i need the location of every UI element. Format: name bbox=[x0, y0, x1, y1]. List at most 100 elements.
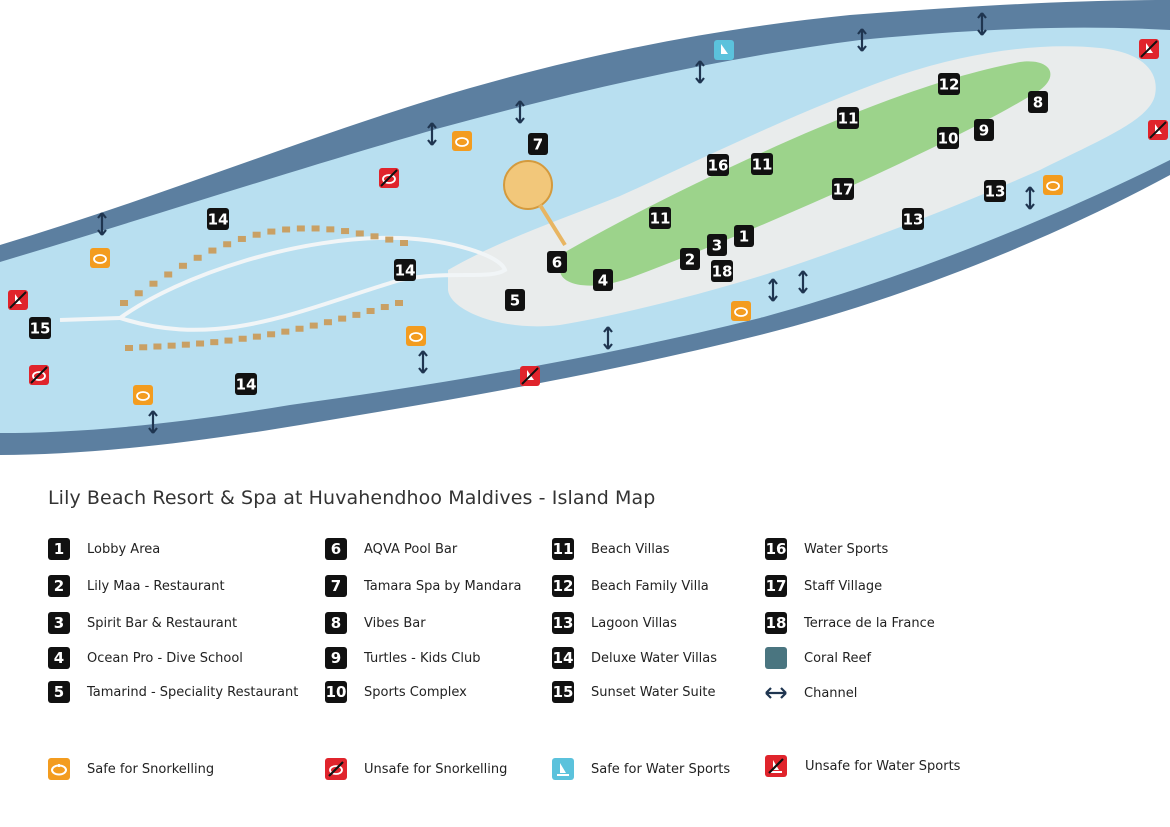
channel-arrow bbox=[857, 28, 867, 52]
map-marker-label: 4 bbox=[598, 272, 608, 290]
legend-item-safety-1: Unsafe for Snorkelling bbox=[325, 757, 507, 781]
location-number-badge: 18 bbox=[765, 612, 787, 634]
location-label: Turtles - Kids Club bbox=[364, 650, 481, 666]
map-marker-11: 11 bbox=[649, 207, 671, 229]
map-marker-label: 11 bbox=[650, 210, 671, 228]
channel-markers bbox=[97, 12, 1035, 434]
location-label: Lagoon Villas bbox=[591, 615, 677, 631]
water-villa bbox=[120, 300, 128, 306]
map-marker-17: 17 bbox=[832, 178, 854, 200]
location-label: Terrace de la France bbox=[804, 615, 935, 631]
map-marker-label: 8 bbox=[1033, 94, 1043, 112]
location-number-badge: 14 bbox=[552, 647, 574, 669]
snorkel-mask-icon bbox=[452, 131, 472, 151]
legend-item-1: 1 Lobby Area bbox=[48, 537, 160, 561]
water-villa bbox=[295, 325, 304, 332]
safety-markers bbox=[8, 39, 1168, 405]
location-number-badge: 16 bbox=[765, 538, 787, 560]
map-marker-14: 14 bbox=[235, 373, 257, 395]
water-villa bbox=[385, 236, 394, 243]
channel-arrow bbox=[695, 60, 705, 84]
water-villa bbox=[193, 254, 202, 261]
water-villa bbox=[167, 342, 176, 349]
map-title: Lily Beach Resort & Spa at Huvahendhoo M… bbox=[48, 487, 656, 509]
snorkel-mask-icon bbox=[90, 248, 110, 268]
location-label: Lily Maa - Restaurant bbox=[87, 578, 225, 594]
spa-pavilion bbox=[503, 160, 553, 210]
map-marker-label: 13 bbox=[985, 183, 1006, 201]
water-villa bbox=[178, 262, 187, 269]
no-snorkel-icon bbox=[379, 168, 399, 188]
double-arrow-icon bbox=[765, 682, 787, 704]
no-water-sports-icon bbox=[1139, 39, 1159, 59]
map-marker-label: 7 bbox=[533, 136, 543, 154]
location-label: Sunset Water Suite bbox=[591, 684, 716, 700]
water-villa bbox=[164, 271, 173, 278]
snorkel-mask-icon bbox=[48, 758, 70, 780]
map-marker-label: 14 bbox=[395, 262, 416, 280]
map-marker-label: 12 bbox=[939, 76, 960, 94]
location-number-badge: 7 bbox=[325, 575, 347, 597]
safety-label: Safe for Snorkelling bbox=[87, 761, 215, 777]
location-number-badge: 6 bbox=[325, 538, 347, 560]
channel-arrow bbox=[427, 122, 437, 146]
location-label: Tamarind - Speciality Restaurant bbox=[87, 684, 299, 700]
water-villa bbox=[380, 304, 389, 311]
map-marker-label: 3 bbox=[712, 237, 722, 255]
water-villa bbox=[238, 335, 247, 342]
coral-reef-swatch bbox=[765, 647, 787, 669]
channel-arrow bbox=[1025, 186, 1035, 210]
safety-label: Safe for Water Sports bbox=[591, 761, 731, 777]
no-snorkel-icon bbox=[29, 365, 49, 385]
vegetation bbox=[560, 61, 1051, 286]
location-label: Lobby Area bbox=[87, 541, 161, 557]
channel-arrow bbox=[418, 350, 428, 374]
snorkel-mask-icon bbox=[406, 326, 426, 346]
map-marker-label: 2 bbox=[685, 251, 695, 269]
map-marker-14: 14 bbox=[394, 259, 416, 281]
map-marker-label: 14 bbox=[208, 211, 229, 229]
location-number-badge: 11 bbox=[552, 538, 574, 560]
no-snorkel-icon bbox=[325, 758, 347, 780]
legend-item-safety-3: Unsafe for Water Sports bbox=[765, 754, 960, 778]
location-label: Ocean Pro - Dive School bbox=[87, 650, 243, 666]
water-villa bbox=[282, 226, 291, 233]
water-villa bbox=[309, 322, 318, 329]
water-villa bbox=[323, 319, 332, 326]
water-villa-jetty bbox=[115, 235, 508, 332]
legend-item-2: 2 Lily Maa - Restaurant bbox=[48, 574, 225, 598]
location-number-badge: 1 bbox=[48, 538, 70, 560]
map-marker-label: 16 bbox=[708, 157, 729, 175]
map-marker-10: 10 bbox=[937, 127, 959, 149]
location-number-badge: 17 bbox=[765, 575, 787, 597]
location-number-badge: 2 bbox=[48, 575, 70, 597]
water-villa bbox=[134, 290, 143, 297]
safety-label: Unsafe for Snorkelling bbox=[364, 761, 508, 777]
map-marker-label: 15 bbox=[30, 320, 51, 338]
map-marker-7: 7 bbox=[528, 133, 548, 155]
water-villa bbox=[139, 344, 148, 351]
map-marker-label: 1 bbox=[739, 228, 749, 246]
map-marker-18: 18 bbox=[711, 260, 733, 282]
snorkel-mask-icon bbox=[1043, 175, 1063, 195]
legend-item-7: 7 Tamara Spa by Mandara bbox=[325, 574, 521, 598]
water-villa bbox=[210, 339, 219, 346]
location-number-badge: 3 bbox=[48, 612, 70, 634]
water-villa bbox=[370, 233, 379, 240]
location-label: Vibes Bar bbox=[364, 615, 426, 631]
location-number-badge: 5 bbox=[48, 681, 70, 703]
map-marker-label: 13 bbox=[903, 211, 924, 229]
safety-label: Unsafe for Water Sports bbox=[805, 758, 961, 774]
location-label: Tamara Spa by Mandara bbox=[364, 578, 522, 594]
map-marker-6: 6 bbox=[547, 251, 567, 273]
